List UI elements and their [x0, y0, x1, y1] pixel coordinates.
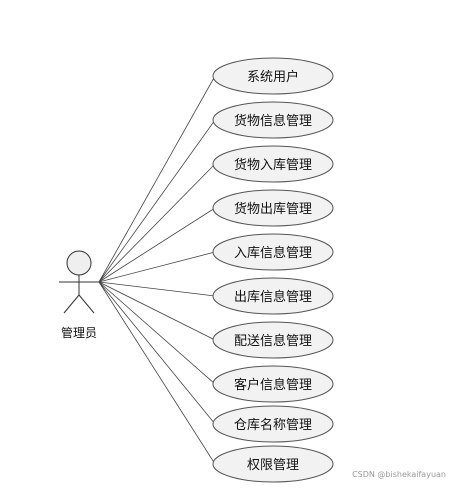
association-line	[98, 281, 216, 425]
use-case-ellipse	[212, 233, 334, 271]
use-case: 系统用户	[212, 57, 334, 95]
use-case-label: 货物入库管理	[234, 157, 312, 173]
watermark: CSDN @bishekaifayuan	[352, 470, 446, 479]
use-case: 权限管理	[212, 445, 334, 483]
use-case-label: 货物信息管理	[234, 113, 312, 129]
association-line	[98, 281, 216, 385]
use-case-label: 客户信息管理	[234, 377, 312, 393]
actor-administrator: 管理员	[59, 250, 99, 340]
use-case-label: 仓库名称管理	[234, 417, 312, 433]
use-case: 配送信息管理	[212, 321, 334, 359]
use-case-ellipse	[212, 321, 334, 359]
use-case: 货物出库管理	[212, 189, 334, 227]
use-case: 仓库名称管理	[212, 405, 334, 443]
use-case: 货物信息管理	[212, 101, 334, 139]
association-lines	[98, 75, 216, 465]
association-line	[98, 163, 216, 283]
use-case-ellipse	[212, 101, 334, 139]
use-case-ellipse	[212, 277, 334, 315]
use-case: 客户信息管理	[212, 365, 334, 403]
use-case: 出库信息管理	[212, 277, 334, 315]
actor-right-leg	[78, 294, 95, 314]
use-case-ellipse	[212, 445, 334, 483]
use-case: 货物入库管理	[212, 145, 334, 183]
use-case-ellipse	[212, 365, 334, 403]
use-case-ellipse	[212, 57, 334, 95]
use-case-ellipse	[212, 145, 334, 183]
association-line	[98, 281, 216, 297]
use-case-ellipse	[212, 189, 334, 227]
use-case-ellipse	[212, 405, 334, 443]
use-case-label: 配送信息管理	[234, 333, 312, 349]
use-case-label: 货物出库管理	[234, 201, 312, 217]
actor-label: 管理员	[61, 325, 97, 340]
association-line	[98, 75, 216, 283]
association-line	[98, 281, 216, 465]
actor-head-icon	[66, 250, 92, 276]
use-case-label: 系统用户	[247, 69, 299, 85]
use-cases: 系统用户货物信息管理货物入库管理货物出库管理入库信息管理出库信息管理配送信息管理…	[212, 57, 334, 483]
use-case-label: 出库信息管理	[234, 289, 312, 305]
use-case-label: 权限管理	[247, 457, 299, 473]
association-line	[98, 207, 216, 283]
association-line	[98, 119, 216, 283]
use-case: 入库信息管理	[212, 233, 334, 271]
association-line	[98, 251, 216, 283]
association-line	[98, 281, 216, 341]
actor-left-leg	[63, 294, 80, 314]
use-case-label: 入库信息管理	[234, 245, 312, 261]
